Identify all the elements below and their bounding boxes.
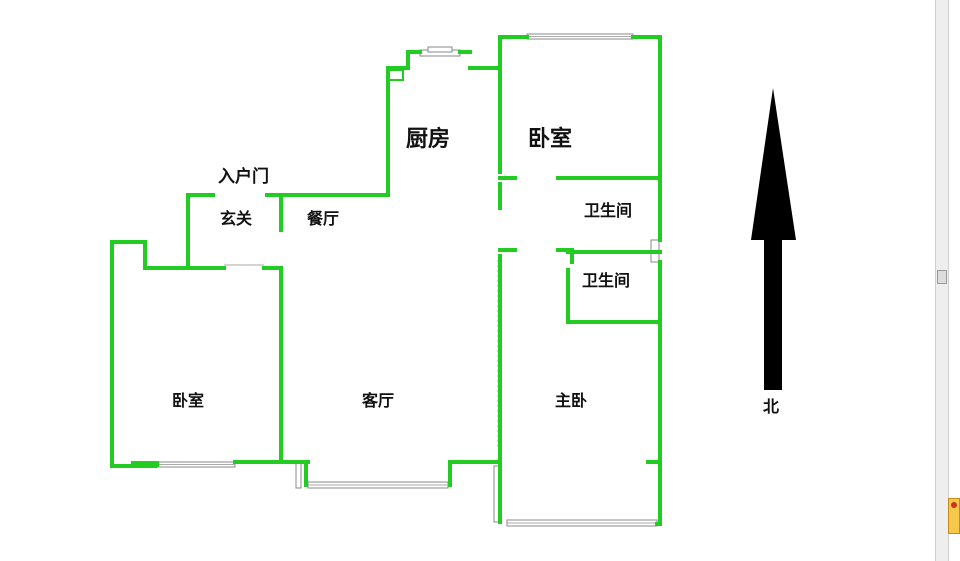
label-bathroom-2: 卫生间 (582, 271, 630, 290)
label-living: 客厅 (362, 391, 394, 410)
window-edge (949, 0, 960, 561)
compass: 北 (751, 88, 796, 416)
vertical-scrollbar[interactable] (935, 0, 949, 561)
label-foyer: 玄关 (220, 209, 252, 228)
label-dining: 餐厅 (306, 209, 339, 228)
walls (110, 35, 662, 526)
window-living-left (295, 461, 302, 489)
north-arrow-icon (751, 88, 796, 390)
window-kitchen-inner (427, 46, 453, 53)
scrollbar-thumb[interactable] (937, 270, 947, 284)
label-kitchen: 厨房 (406, 126, 450, 152)
label-master-bedroom: 主卧 (555, 391, 587, 410)
feedback-mark (951, 502, 957, 508)
floor-plan: 入户门 玄关 餐厅 厨房 卧室 卫生间 卫生间 卧室 客厅 主卧 北 (110, 33, 796, 527)
compass-label: 北 (763, 397, 779, 416)
label-bathroom-1: 卫生间 (584, 201, 632, 220)
label-entrance-door: 入户门 (218, 166, 269, 187)
label-bedroom-north: 卧室 (528, 126, 572, 152)
feedback-icon[interactable] (948, 498, 960, 534)
label-bedroom-west: 卧室 (172, 391, 204, 410)
